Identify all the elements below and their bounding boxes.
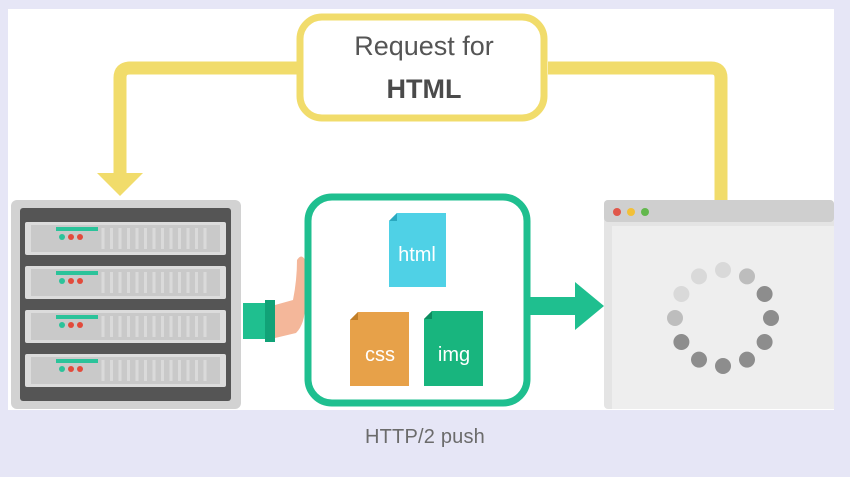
server-unit [25, 310, 226, 343]
html-file-label: html [398, 244, 436, 266]
spinner-dot [673, 334, 690, 350]
browser-title-bar [604, 200, 834, 222]
server-unit [25, 222, 226, 255]
browser-minimize-dot [627, 208, 635, 216]
browser-maximize-dot [641, 208, 649, 216]
spinner-dot [715, 262, 731, 278]
img-file-icon: img [424, 311, 483, 386]
loading-spinner-icon [667, 262, 779, 374]
spinner-dot [739, 268, 755, 285]
request-box: Request for HTML [296, 13, 548, 122]
server-rack [11, 200, 241, 409]
spinner-dot [691, 351, 707, 368]
request-label-line1: Request for [354, 31, 494, 61]
html-file-icon: html [389, 213, 446, 287]
figure-caption: HTTP/2 push [364, 426, 486, 448]
spinner-dot [756, 286, 773, 302]
http2-push-diagram: Request for HTML html css img [8, 9, 834, 410]
request-arrowhead [97, 173, 143, 196]
server-unit [25, 354, 226, 387]
spinner-dot [667, 310, 683, 326]
browser-close-dot [613, 208, 621, 216]
spinner-dot [691, 268, 707, 285]
spinner-dot [673, 286, 690, 302]
img-file-label: img [438, 344, 470, 366]
spinner-dot [763, 310, 779, 326]
spinner-dot [756, 334, 773, 350]
request-arrow [97, 61, 728, 200]
css-file-label: css [365, 344, 395, 366]
push-arrow [527, 282, 604, 330]
css-file-icon: css [350, 312, 409, 386]
hand-icon [243, 256, 306, 342]
push-arrowhead [575, 282, 604, 330]
server-unit [25, 266, 226, 299]
browser-window [604, 200, 834, 409]
request-label-line2: HTML [387, 74, 462, 104]
spinner-dot [739, 351, 755, 368]
spinner-dot [715, 358, 731, 374]
